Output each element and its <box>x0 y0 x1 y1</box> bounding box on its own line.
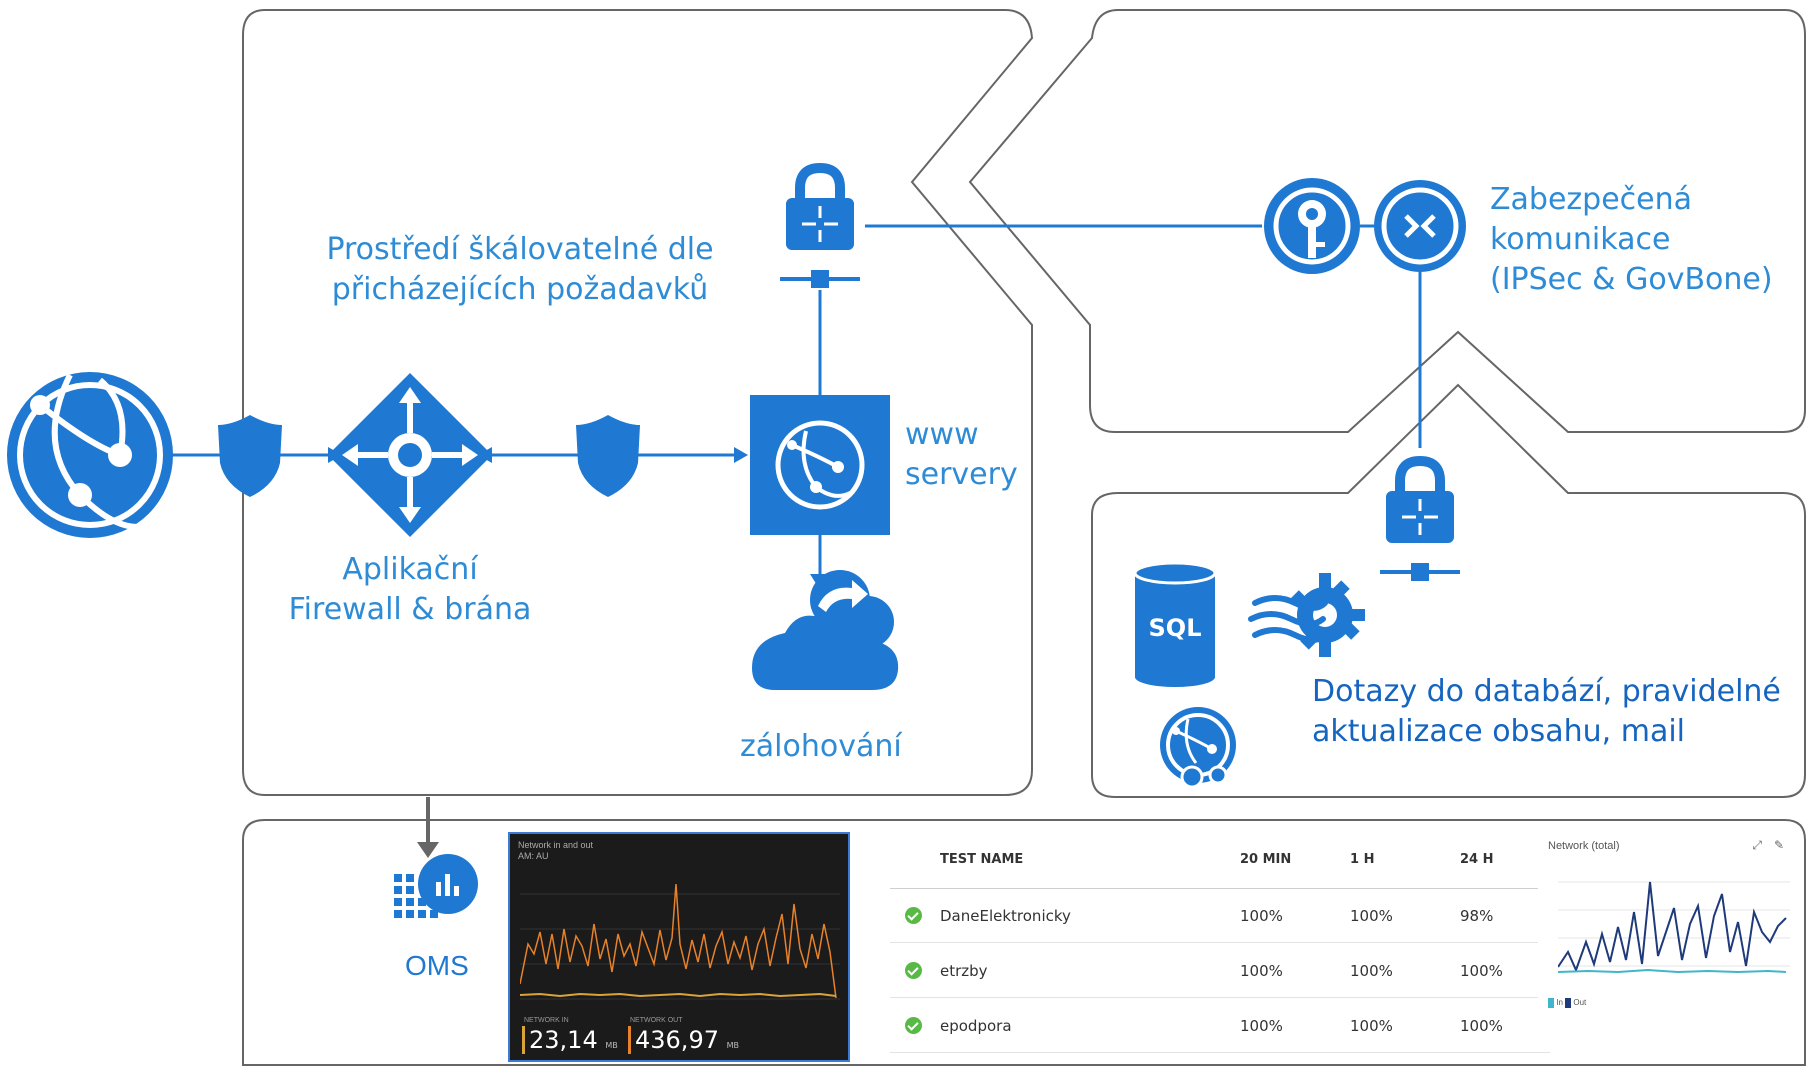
sql-label: SQL <box>1149 614 1202 642</box>
data-factory-icon <box>1248 573 1365 657</box>
header-20min: 20 MIN <box>1240 852 1292 867</box>
cloud-backup-icon <box>752 570 899 690</box>
web-job-icon <box>1160 707 1236 789</box>
table-row[interactable]: DaneElektronicky 100% 100% 98% <box>890 888 1550 943</box>
oms-icon <box>394 854 478 918</box>
network-total-panel: Network (total) ⤢ ✎ In Out <box>1538 832 1800 1022</box>
shield-icon <box>218 415 282 497</box>
database-frame <box>1091 383 1806 798</box>
test-20min-cell: 100% <box>1240 907 1283 925</box>
www-line2: servery <box>905 457 1018 492</box>
secure-comm-line2: komunikace <box>1490 222 1671 257</box>
legend-out-swatch <box>1565 998 1572 1008</box>
network-total-chart <box>1558 881 1790 974</box>
shield-icon <box>576 415 640 497</box>
network-panel-subtitle: AM: AU <box>518 851 549 861</box>
legend-out: Out <box>1573 998 1587 1008</box>
legend-in-swatch <box>1548 998 1554 1008</box>
test-name-cell: etrzby <box>940 962 988 980</box>
network-in-line <box>520 992 837 998</box>
oms-label: OMS <box>405 950 469 981</box>
test-20min-cell: 100% <box>1240 1017 1283 1035</box>
test-24h-cell: 98% <box>1460 907 1494 925</box>
gateway-icon <box>327 372 493 538</box>
network-out-caption: NETWORK OUT <box>630 1017 683 1024</box>
secure-comm-line3: (IPSec & GovBone) <box>1490 262 1773 297</box>
table-header-row: TEST NAME 20 MIN 1 H 24 H <box>890 832 1550 889</box>
network-in-unit: MB <box>605 1041 618 1050</box>
network-total-in-line <box>1558 968 1787 974</box>
header-24h: 24 H <box>1460 852 1494 867</box>
table-row[interactable]: etrzby 100% 100% 100% <box>890 943 1550 998</box>
scalable-environment-frame <box>242 9 1034 796</box>
network-out-value: 436,97 <box>635 1026 719 1054</box>
network-in-out-panel: Network in and out AM: AU NETWORK IN NET… <box>508 832 850 1062</box>
network-in-out-chart <box>520 883 840 1000</box>
arrow-to-webserver <box>734 447 748 463</box>
vpn-gateway-icon <box>1374 180 1466 272</box>
secure-comm-line1: Zabezpečená <box>1490 182 1693 217</box>
check-icon <box>905 907 922 924</box>
network-in-value: 23,14 <box>529 1026 598 1054</box>
check-icon <box>905 962 922 979</box>
vpn-lock-icon <box>1380 455 1460 581</box>
test-name-cell: DaneElektronicky <box>940 907 1071 925</box>
network-total-title: Network (total) <box>1548 840 1620 852</box>
www-servers-label: www servery <box>905 415 1018 495</box>
secure-communication-frame <box>968 9 1806 433</box>
backup-label: zálohování <box>740 729 902 764</box>
network-out-line <box>520 883 837 999</box>
legend-in: In <box>1556 998 1563 1008</box>
test-name-cell: epodpora <box>940 1017 1012 1035</box>
table-row[interactable]: epodpora 100% 100% 100% <box>890 998 1550 1053</box>
scalable-env-line2: přicházejících požadavků <box>331 272 709 307</box>
test-24h-cell: 100% <box>1460 962 1503 980</box>
header-test-name: TEST NAME <box>940 852 1024 867</box>
secure-communication-label: Zabezpečená komunikace (IPSec & GovBone) <box>1490 180 1773 300</box>
globe-icon <box>7 372 173 538</box>
pin-icon[interactable]: ✎ <box>1773 838 1784 852</box>
network-in-total: 23,14 MB <box>522 1026 618 1054</box>
expand-icon[interactable]: ⤢ <box>1752 838 1762 852</box>
arrow-to-oms <box>417 842 439 858</box>
network-total-out-line <box>1558 881 1787 973</box>
firewall-line2: Firewall & brána <box>288 592 532 627</box>
scalable-env-line1: Prostředí škálovatelné dle <box>326 232 714 267</box>
network-panel-title: Network in and out AM: AU <box>518 840 593 862</box>
key-vault-icon <box>1264 178 1360 274</box>
monitoring-frame <box>242 819 1806 1066</box>
check-icon <box>905 1017 922 1034</box>
network-total-legend: In Out <box>1548 998 1586 1008</box>
test-1h-cell: 100% <box>1350 1017 1393 1035</box>
db-queries-label: Dotazy do databází, pravidelné aktualiza… <box>1312 672 1781 752</box>
network-panel-title-text: Network in and out <box>518 840 594 850</box>
web-server-icon <box>750 395 890 535</box>
sql-database-icon: SQL <box>1133 561 1217 687</box>
www-line1: www <box>905 417 979 452</box>
vpn-lock-icon <box>780 162 860 288</box>
network-out-unit: MB <box>726 1041 740 1050</box>
test-20min-cell: 100% <box>1240 962 1283 980</box>
network-out-total: 436,97 MB <box>628 1026 739 1054</box>
header-1h: 1 H <box>1350 852 1375 867</box>
db-queries-line1: Dotazy do databází, pravidelné <box>1312 674 1781 709</box>
firewall-label: Aplikační Firewall & brána <box>270 550 550 630</box>
test-24h-cell: 100% <box>1460 1017 1503 1035</box>
db-queries-line2: aktualizace obsahu, mail <box>1312 714 1685 749</box>
test-1h-cell: 100% <box>1350 962 1393 980</box>
scalable-environment-label: Prostředí škálovatelné dle přicházejícíc… <box>310 230 730 310</box>
test-1h-cell: 100% <box>1350 907 1393 925</box>
availability-test-table: TEST NAME 20 MIN 1 H 24 H DaneElektronic… <box>890 832 1550 1057</box>
network-in-caption: NETWORK IN <box>524 1017 569 1024</box>
firewall-line1: Aplikační <box>342 552 478 587</box>
